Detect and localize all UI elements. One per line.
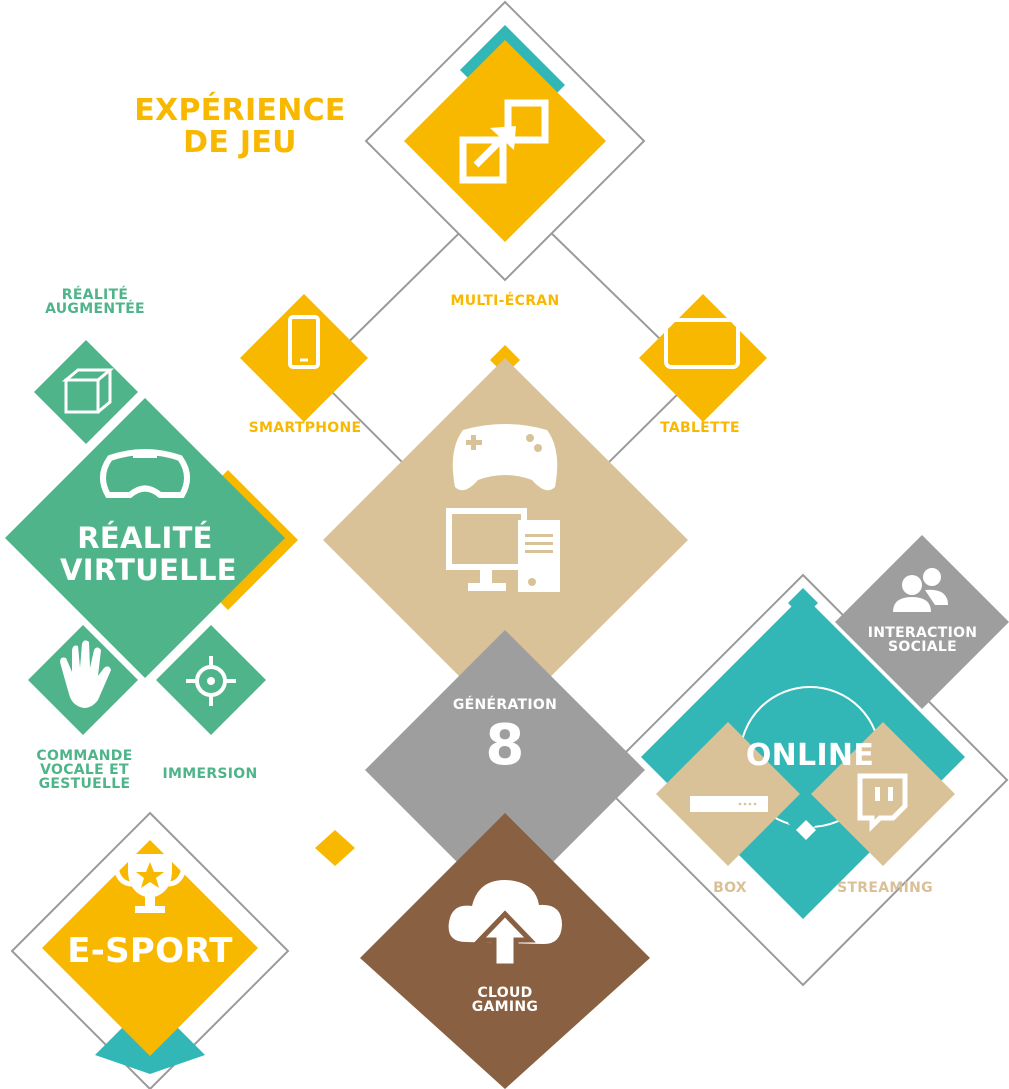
tablet-icon [664,318,740,369]
realite-augmentee-label: RÉALITÉ AUGMENTÉE [30,288,160,316]
smartphone-label: SMARTPHONE [248,420,362,436]
desktop-pc-icon [446,508,560,592]
realite-virtuelle-line2: VIRTUELLE [60,553,237,587]
tablette-diamond [639,294,767,422]
generation-number: 8 [485,713,525,778]
decor-diamond-left [315,830,355,866]
interaction-sociale-diamond [835,535,1009,709]
multi-ecran-label: MULTI-ÉCRAN [450,293,560,309]
set-top-box-icon [690,796,768,812]
esport-diamond [42,840,258,1056]
experience-title-line2: DE JEU [183,125,297,160]
vr-headset-icon [100,449,190,498]
expand-arrow-head [490,126,516,150]
smartphone-diamond [240,294,368,422]
realite-augmentee-line2: AUGMENTÉE [45,301,145,317]
commande-label: COMMANDE VOCALE ET GESTUELLE [12,749,157,791]
box-diamond [656,722,800,866]
users-icon [893,568,948,612]
realite-virtuelle-diamond [5,398,285,678]
cloud-line2: GAMING [471,999,539,1015]
cloud-line1: CLOUD [477,985,533,1001]
realite-augmentee-diamond [34,340,138,444]
streaming-diamond [811,722,955,866]
box-label: BOX [713,880,747,896]
generation-diamond [365,630,645,910]
commande-line2: VOCALE ET [40,762,129,778]
smartphone-icon [288,315,320,369]
gamepad-icon [452,424,558,491]
crosshair-dot [207,677,215,685]
online-bottom-dot [796,820,816,840]
expand-icon [459,99,549,184]
crosshair-icon [186,656,236,706]
online-label: ONLINE [745,738,875,773]
realite-virtuelle-line1: RÉALITÉ [77,521,213,555]
interaction-line2: SOCIALE [888,639,957,655]
generation-label: GÉNÉRATION [452,697,558,713]
commande-line1: COMMANDE [36,748,133,764]
realite-augmentee-line1: RÉALITÉ [61,287,129,303]
realite-virtuelle-label: RÉALITÉ VIRTUELLE [60,521,237,587]
tablette-label: TABLETTE [660,420,740,436]
esport-label: E-SPORT [67,931,233,971]
streaming-label: STREAMING [837,880,933,896]
online-frame [596,573,1009,987]
cube-icon [61,368,115,414]
interaction-line1: INTERACTION [867,625,978,641]
center-diamond [323,358,688,722]
immersion-label: IMMERSION [162,766,258,782]
trophy-icon [114,854,186,913]
twitch-icon [857,773,908,833]
experience-title: EXPÉRIENCE DE JEU [130,95,350,159]
experience-title-line1: EXPÉRIENCE [134,93,346,128]
interaction-sociale-label: INTERACTION SOCIALE [855,626,990,654]
commande-line3: GESTUELLE [38,776,131,792]
cloud-gaming-label: CLOUD GAMING [445,986,565,1014]
hand-icon [60,640,111,708]
cloud-upload-icon [448,880,562,969]
